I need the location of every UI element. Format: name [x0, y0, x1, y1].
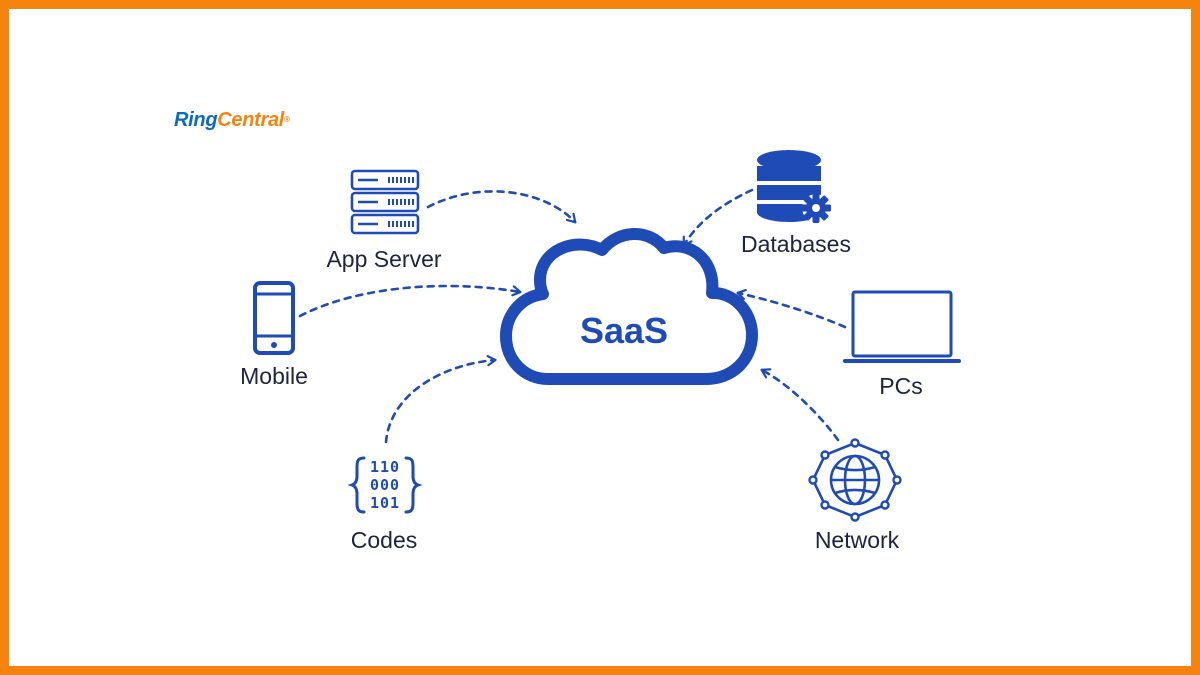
pcs-label: PCs	[879, 373, 923, 399]
laptop-icon	[843, 290, 961, 363]
saas-cloud	[500, 228, 758, 385]
app-server-label: App Server	[326, 246, 442, 272]
code-row-3: 101	[370, 494, 400, 512]
logo-registered-mark: ®	[284, 115, 290, 124]
binary-code-icon: 110 000 101	[347, 456, 423, 514]
arrow-mobile	[298, 284, 522, 318]
ringcentral-logo: RingCentral®	[174, 108, 290, 132]
logo-ring-text: Ring	[174, 109, 218, 131]
saas-label: SaaS	[580, 310, 668, 351]
database-gear-icon	[757, 150, 831, 223]
network-globe-icon	[808, 438, 902, 522]
network-label: Network	[814, 527, 900, 553]
arrow-databases	[682, 188, 754, 247]
logo-central-text: Central	[217, 109, 285, 131]
codes-label: Codes	[350, 527, 418, 553]
app-server-icon	[350, 169, 420, 235]
code-row-2: 000	[370, 476, 400, 494]
mobile-phone-icon	[253, 281, 295, 355]
arrow-network	[760, 368, 840, 442]
mobile-label: Mobile	[240, 363, 308, 389]
arrow-pcs	[736, 289, 847, 329]
code-row-1: 110	[370, 458, 400, 476]
arrow-app-server	[426, 190, 577, 224]
databases-label: Databases	[741, 231, 851, 257]
arrow-codes	[384, 355, 497, 444]
